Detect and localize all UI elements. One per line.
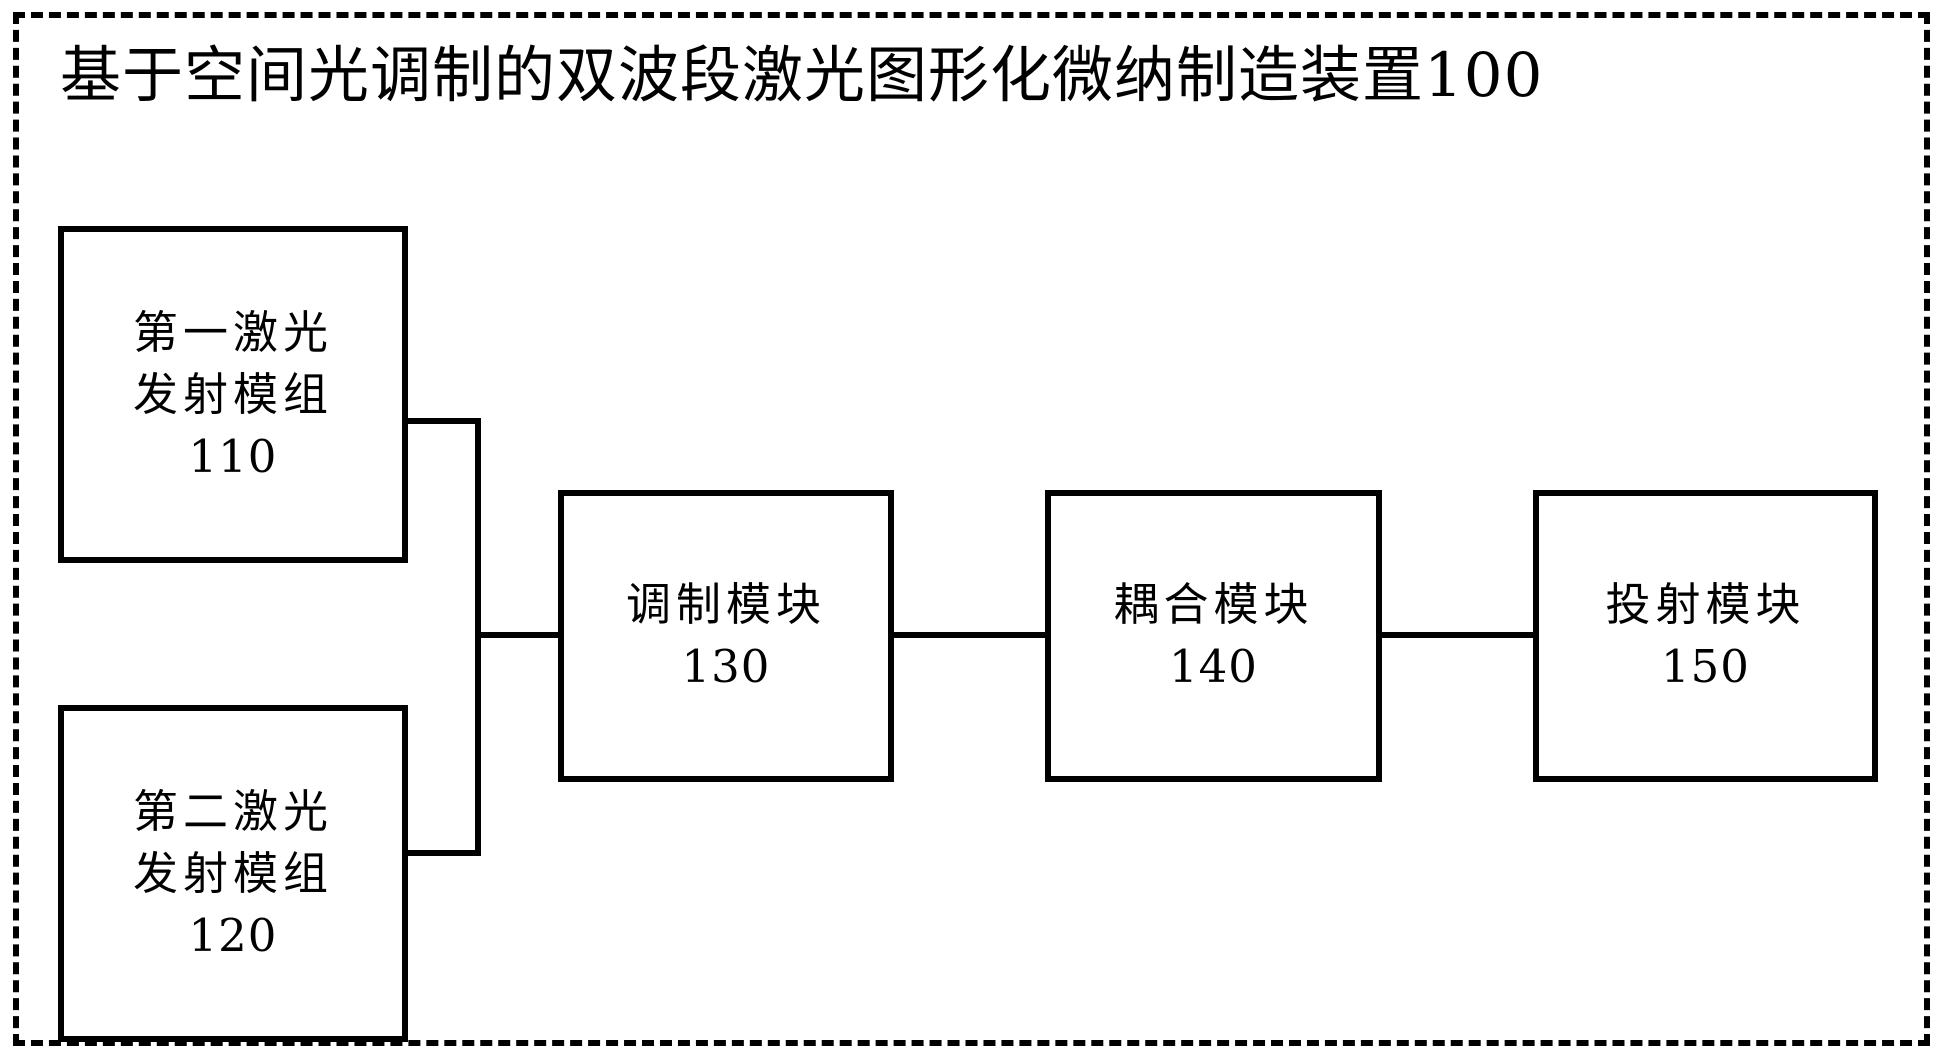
figure-title: 基于空间光调制的双波段激光图形化微纳制造装置100	[60, 40, 1544, 111]
module-label-line-2: 发射模组	[132, 367, 333, 421]
module-reference-number: 110	[188, 429, 278, 483]
dashed-enclosure-border	[13, 12, 1930, 1046]
module-reference-number: 130	[681, 640, 771, 693]
module-box-projection[interactable]: 投射模块 150	[1533, 490, 1878, 782]
module-label-line-1: 第二激光	[132, 784, 333, 838]
connector-second-laser-to-bus	[402, 850, 481, 856]
module-label-line-2: 发射模组	[132, 846, 333, 900]
module-reference-number: 120	[188, 908, 278, 962]
connector-modulation-to-coupling	[890, 632, 1049, 638]
module-box-first-laser-emitter[interactable]: 第一激光 发射模组 110	[58, 226, 408, 563]
module-label-line-1: 第一激光	[132, 305, 333, 359]
module-box-second-laser-emitter[interactable]: 第二激光 发射模组 120	[58, 705, 408, 1042]
module-label-line-1: 耦合模块	[1113, 578, 1314, 631]
connector-first-laser-to-bus	[402, 418, 481, 424]
connector-bus-to-modulation	[475, 632, 564, 638]
module-box-modulation[interactable]: 调制模块 130	[558, 490, 894, 782]
module-label-line-1: 调制模块	[625, 578, 826, 631]
module-reference-number: 140	[1169, 640, 1258, 693]
module-box-coupling[interactable]: 耦合模块 140	[1045, 490, 1382, 782]
connector-coupling-to-projection	[1378, 632, 1537, 638]
module-label-line-1: 投射模块	[1605, 578, 1806, 631]
module-reference-number: 150	[1661, 640, 1750, 693]
